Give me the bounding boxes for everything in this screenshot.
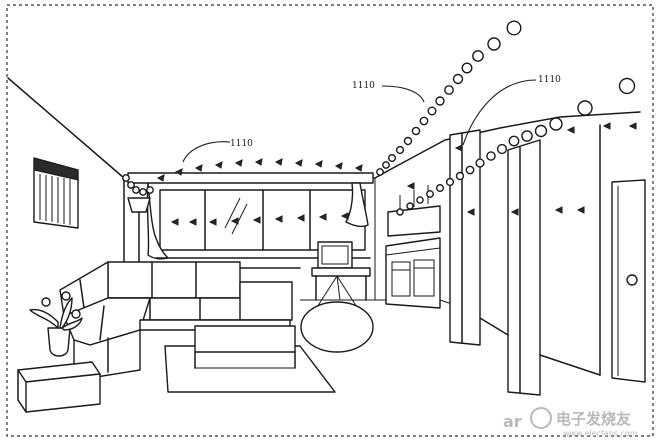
frame-border xyxy=(6,4,654,437)
callout-label-middle: 1110 xyxy=(352,81,375,91)
right-wall xyxy=(479,124,646,383)
wall-picture xyxy=(33,157,79,229)
coffee-table xyxy=(164,325,336,393)
watermark-sub: www.elecfans.com xyxy=(563,429,638,438)
light-track-bulbs xyxy=(122,20,636,216)
floor-lamp xyxy=(127,197,151,263)
television xyxy=(300,241,374,353)
side-table-plant xyxy=(17,291,101,413)
watermark-cjk: 电子发烧友 xyxy=(556,410,631,428)
watermark-logo-icon xyxy=(530,407,552,429)
callout-right: 1110 xyxy=(462,75,561,146)
columns xyxy=(449,129,541,396)
back-window xyxy=(127,172,374,260)
watermark: ar 电子发烧友 www.elecfans.com xyxy=(503,407,638,438)
callout-middle: 1110 xyxy=(352,81,425,103)
callout-label-right: 1110 xyxy=(538,75,561,85)
callout-left: 1110 xyxy=(182,139,253,163)
kitchen-area xyxy=(385,185,441,309)
light-track-arrows xyxy=(156,122,637,226)
watermark-latin: ar xyxy=(503,412,522,431)
callout-label-left: 1110 xyxy=(230,139,253,149)
